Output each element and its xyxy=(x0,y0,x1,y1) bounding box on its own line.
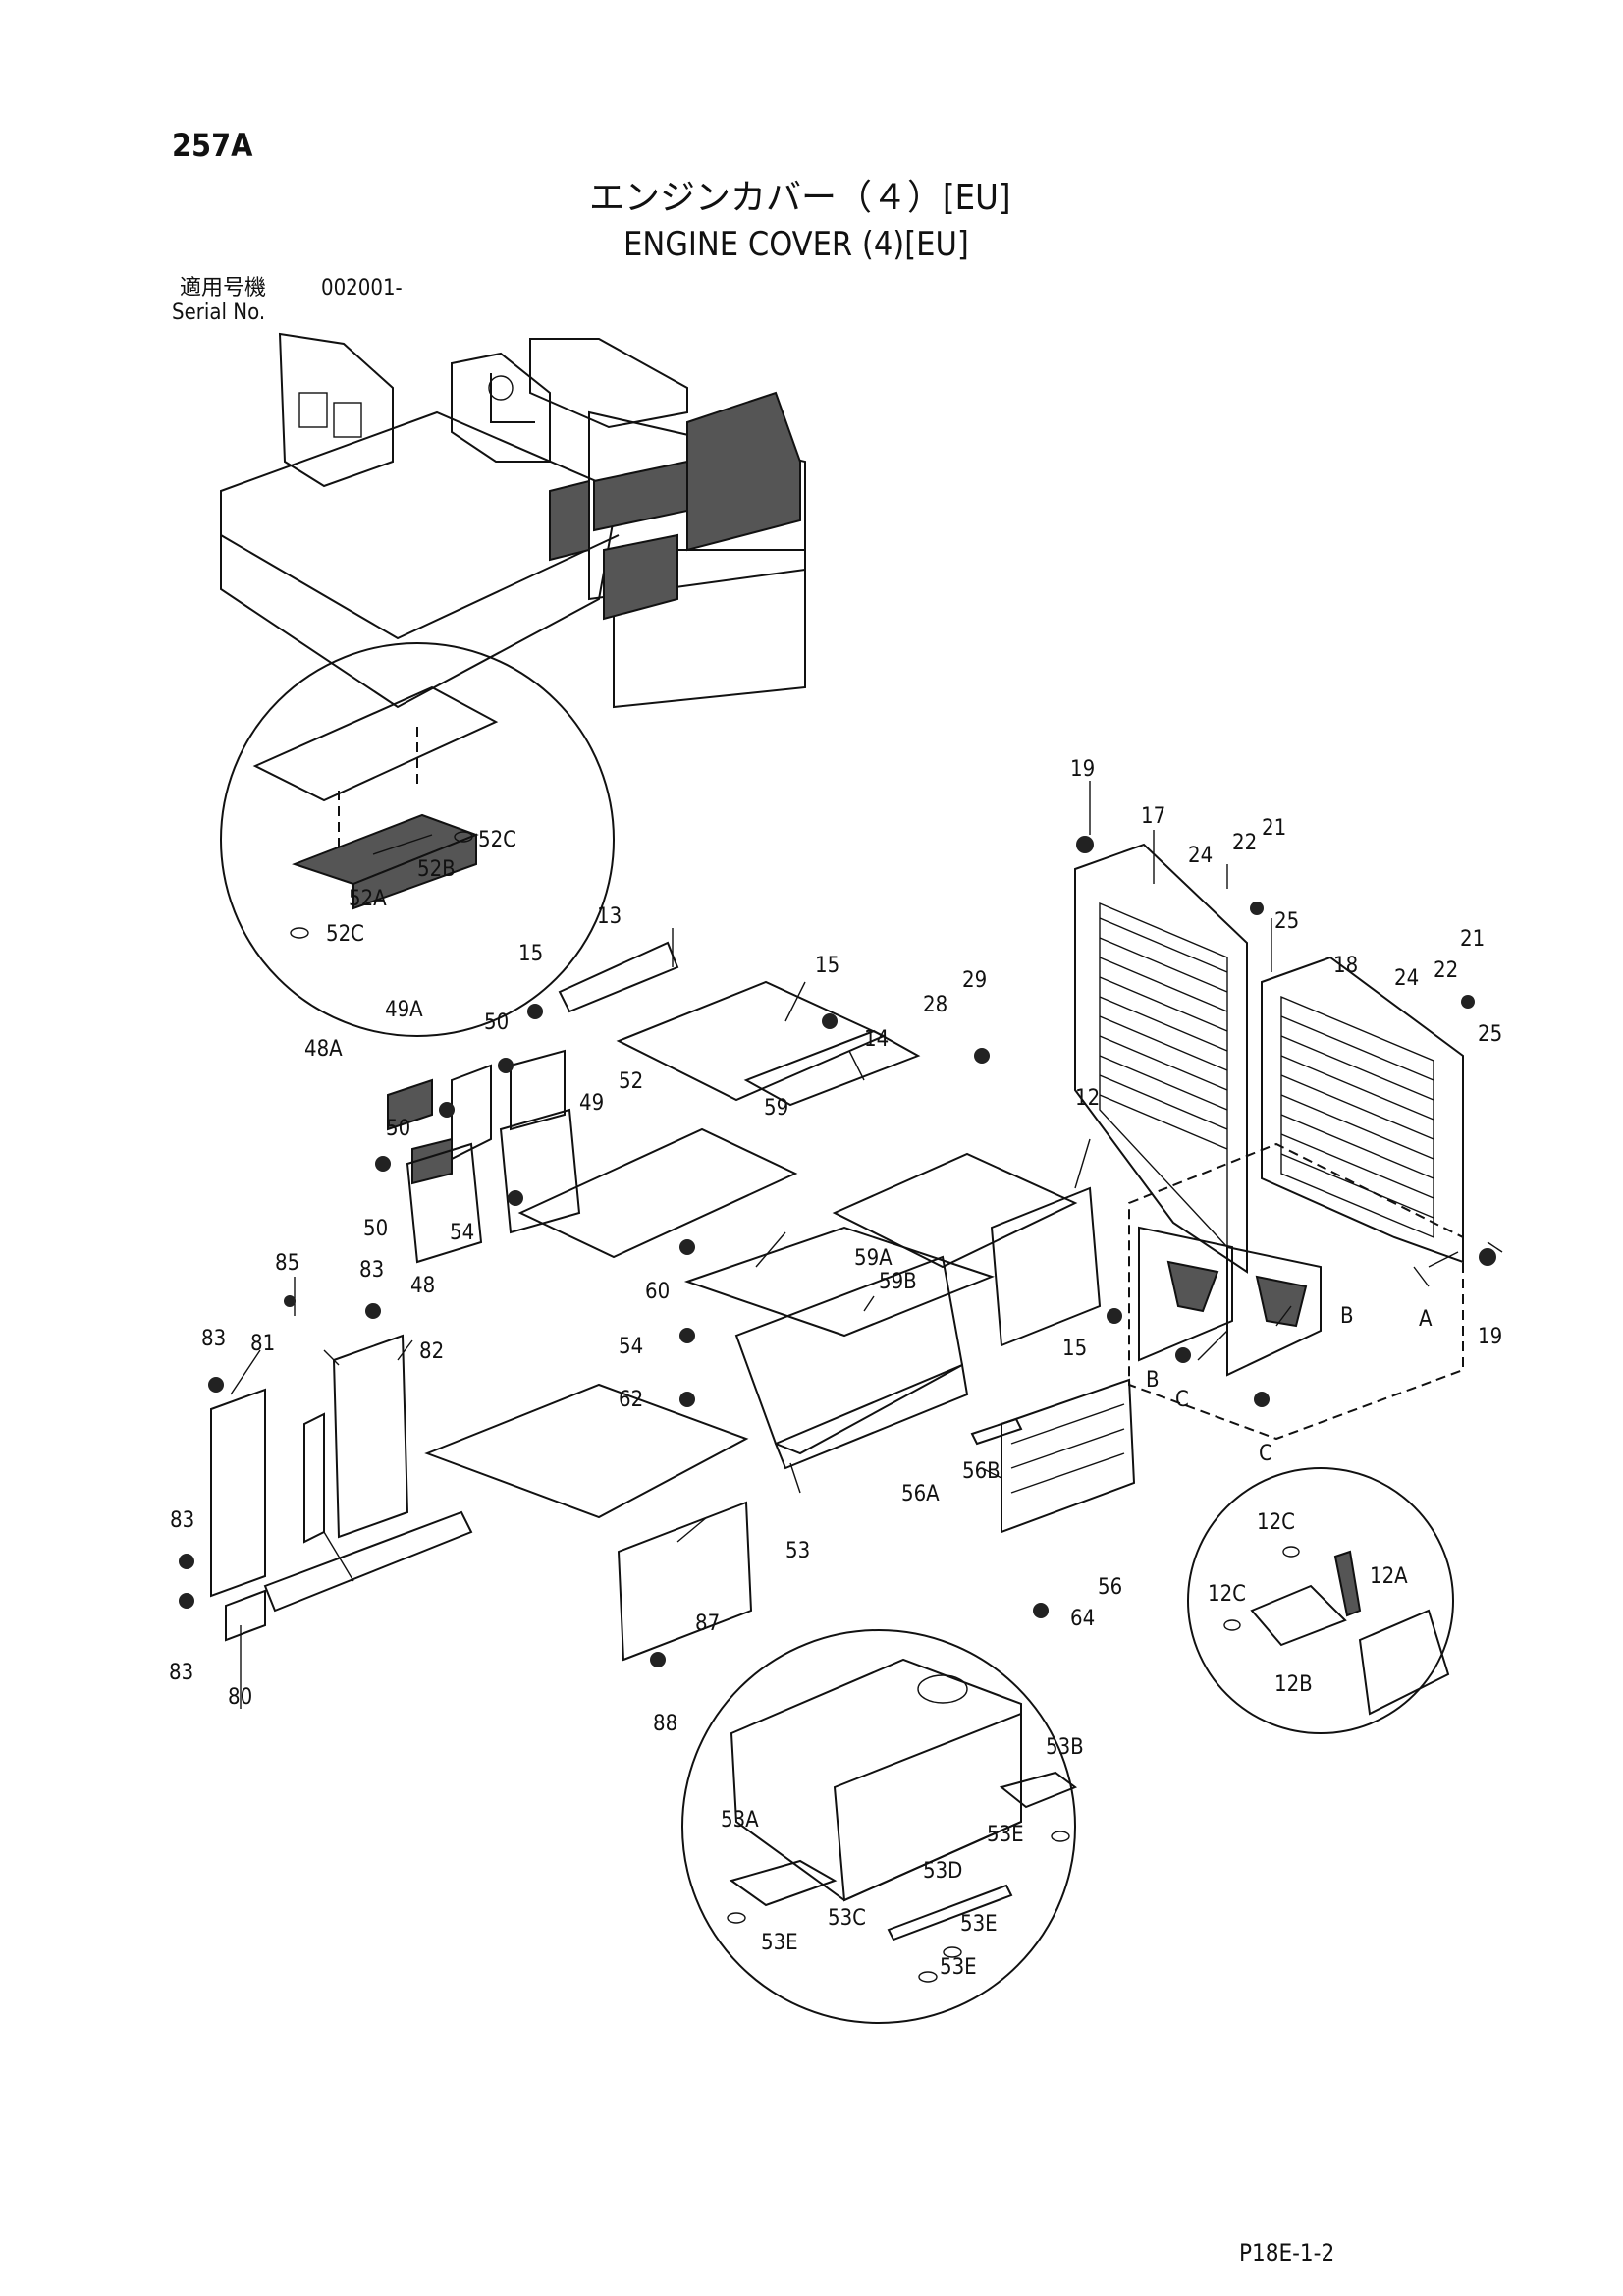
callout-label: 56A xyxy=(901,1482,940,1506)
detail-circle-52 xyxy=(220,642,615,1037)
callout-label: 50 xyxy=(484,1011,509,1035)
callout-label: C xyxy=(1259,1442,1272,1466)
serial-label-japanese: 適用号機 xyxy=(180,276,267,301)
callout-label: 87 xyxy=(695,1612,720,1636)
callout-label: 53C xyxy=(828,1906,866,1931)
center-panels xyxy=(210,941,1136,1662)
callout-label: 50 xyxy=(363,1217,388,1241)
callout-label: 54 xyxy=(450,1221,474,1245)
callout-label: 54 xyxy=(619,1335,643,1359)
leader-lines xyxy=(230,781,1503,1709)
callout-label: 59 xyxy=(764,1096,788,1121)
callout-label: 52 xyxy=(619,1069,643,1094)
serial-label-english: Serial No. xyxy=(172,301,266,325)
callout-label: 15 xyxy=(1062,1337,1087,1361)
callout-label: 85 xyxy=(275,1251,299,1276)
title-japanese: エンジンカバー（４）[EU] xyxy=(589,178,1011,218)
callout-label: A xyxy=(1419,1307,1433,1332)
callout-label: 17 xyxy=(1141,804,1165,829)
callout-label: 53B xyxy=(1046,1735,1084,1760)
machine-overview-drawing xyxy=(220,332,806,709)
callout-label: 22 xyxy=(1232,831,1257,855)
callout-label: 12A xyxy=(1370,1564,1408,1589)
callout-label: 59B xyxy=(879,1270,917,1294)
detail-circle-53 xyxy=(681,1629,1078,2024)
callout-label: 64 xyxy=(1070,1607,1095,1631)
callout-label: 15 xyxy=(518,942,543,966)
callout-label: 18 xyxy=(1333,954,1358,978)
callout-label: 62 xyxy=(619,1388,643,1412)
callout-label: 28 xyxy=(923,993,947,1017)
callout-label: 60 xyxy=(645,1280,670,1304)
callout-label: 80 xyxy=(228,1685,252,1710)
callout-label: 12B xyxy=(1274,1672,1313,1697)
callout-label: 15 xyxy=(815,954,839,978)
callout-label: 53E xyxy=(960,1912,998,1937)
callout-label: 53E xyxy=(940,1955,977,1980)
callout-label: 83 xyxy=(169,1661,193,1685)
callout-label: 21 xyxy=(1460,927,1485,952)
callout-label: 88 xyxy=(653,1712,677,1736)
callout-label: 49 xyxy=(579,1091,604,1116)
fastener-bolts xyxy=(179,836,1496,1667)
callout-label: 24 xyxy=(1394,966,1419,991)
callout-label: 53E xyxy=(761,1931,798,1955)
callout-label: 25 xyxy=(1478,1022,1502,1047)
callout-label: 82 xyxy=(419,1339,444,1364)
callout-label: 49A xyxy=(385,998,423,1022)
callout-label: 48 xyxy=(410,1274,435,1298)
callout-label: 29 xyxy=(962,968,987,993)
callout-label: 25 xyxy=(1274,909,1299,934)
callout-label: 53E xyxy=(987,1823,1024,1847)
callout-label: 12C xyxy=(1257,1510,1295,1535)
callout-label: 56B xyxy=(962,1459,1001,1484)
title-english: ENGINE COVER (4)[EU] xyxy=(623,225,969,264)
callout-label: 19 xyxy=(1478,1325,1502,1349)
callout-label: 81 xyxy=(250,1332,275,1356)
callout-label: 52A xyxy=(349,887,387,911)
callout-label: 21 xyxy=(1262,816,1286,841)
callout-label: 12C xyxy=(1208,1582,1246,1607)
callout-label: 22 xyxy=(1434,958,1458,983)
serial-number-range: 002001- xyxy=(321,276,403,301)
callout-label: 59A xyxy=(854,1246,893,1271)
callout-label: 13 xyxy=(597,904,622,929)
callout-label: 83 xyxy=(201,1327,226,1351)
callout-label: 53A xyxy=(721,1808,759,1832)
grill-frames-17-18 xyxy=(1074,843,1464,1441)
callout-label: B xyxy=(1146,1368,1160,1393)
document-code: P18E-1-2 xyxy=(1239,2239,1335,2267)
callout-label: C xyxy=(1175,1388,1189,1412)
callout-label: 48A xyxy=(304,1037,343,1062)
callout-label: 83 xyxy=(170,1508,194,1533)
callout-labels: 19 17 24 22 21 25 18 24 22 21 25 13 15 1… xyxy=(169,757,1502,1980)
callout-label: 53D xyxy=(923,1859,962,1884)
callout-label: 14 xyxy=(864,1027,889,1052)
callout-label: B xyxy=(1340,1304,1354,1329)
callout-label: 52C xyxy=(478,828,516,852)
callout-label: 12 xyxy=(1075,1086,1100,1111)
callout-label: 53 xyxy=(785,1539,810,1563)
callout-label: 50 xyxy=(386,1117,410,1141)
callout-label: 19 xyxy=(1070,757,1095,782)
callout-label: 24 xyxy=(1188,844,1213,868)
page-code: 257A xyxy=(172,127,253,164)
callout-label: 52C xyxy=(326,922,364,947)
callout-label: 56 xyxy=(1098,1575,1122,1600)
detail-circle-12 xyxy=(1187,1467,1454,1734)
callout-label: 83 xyxy=(359,1258,384,1283)
callout-label: 52B xyxy=(417,857,456,882)
